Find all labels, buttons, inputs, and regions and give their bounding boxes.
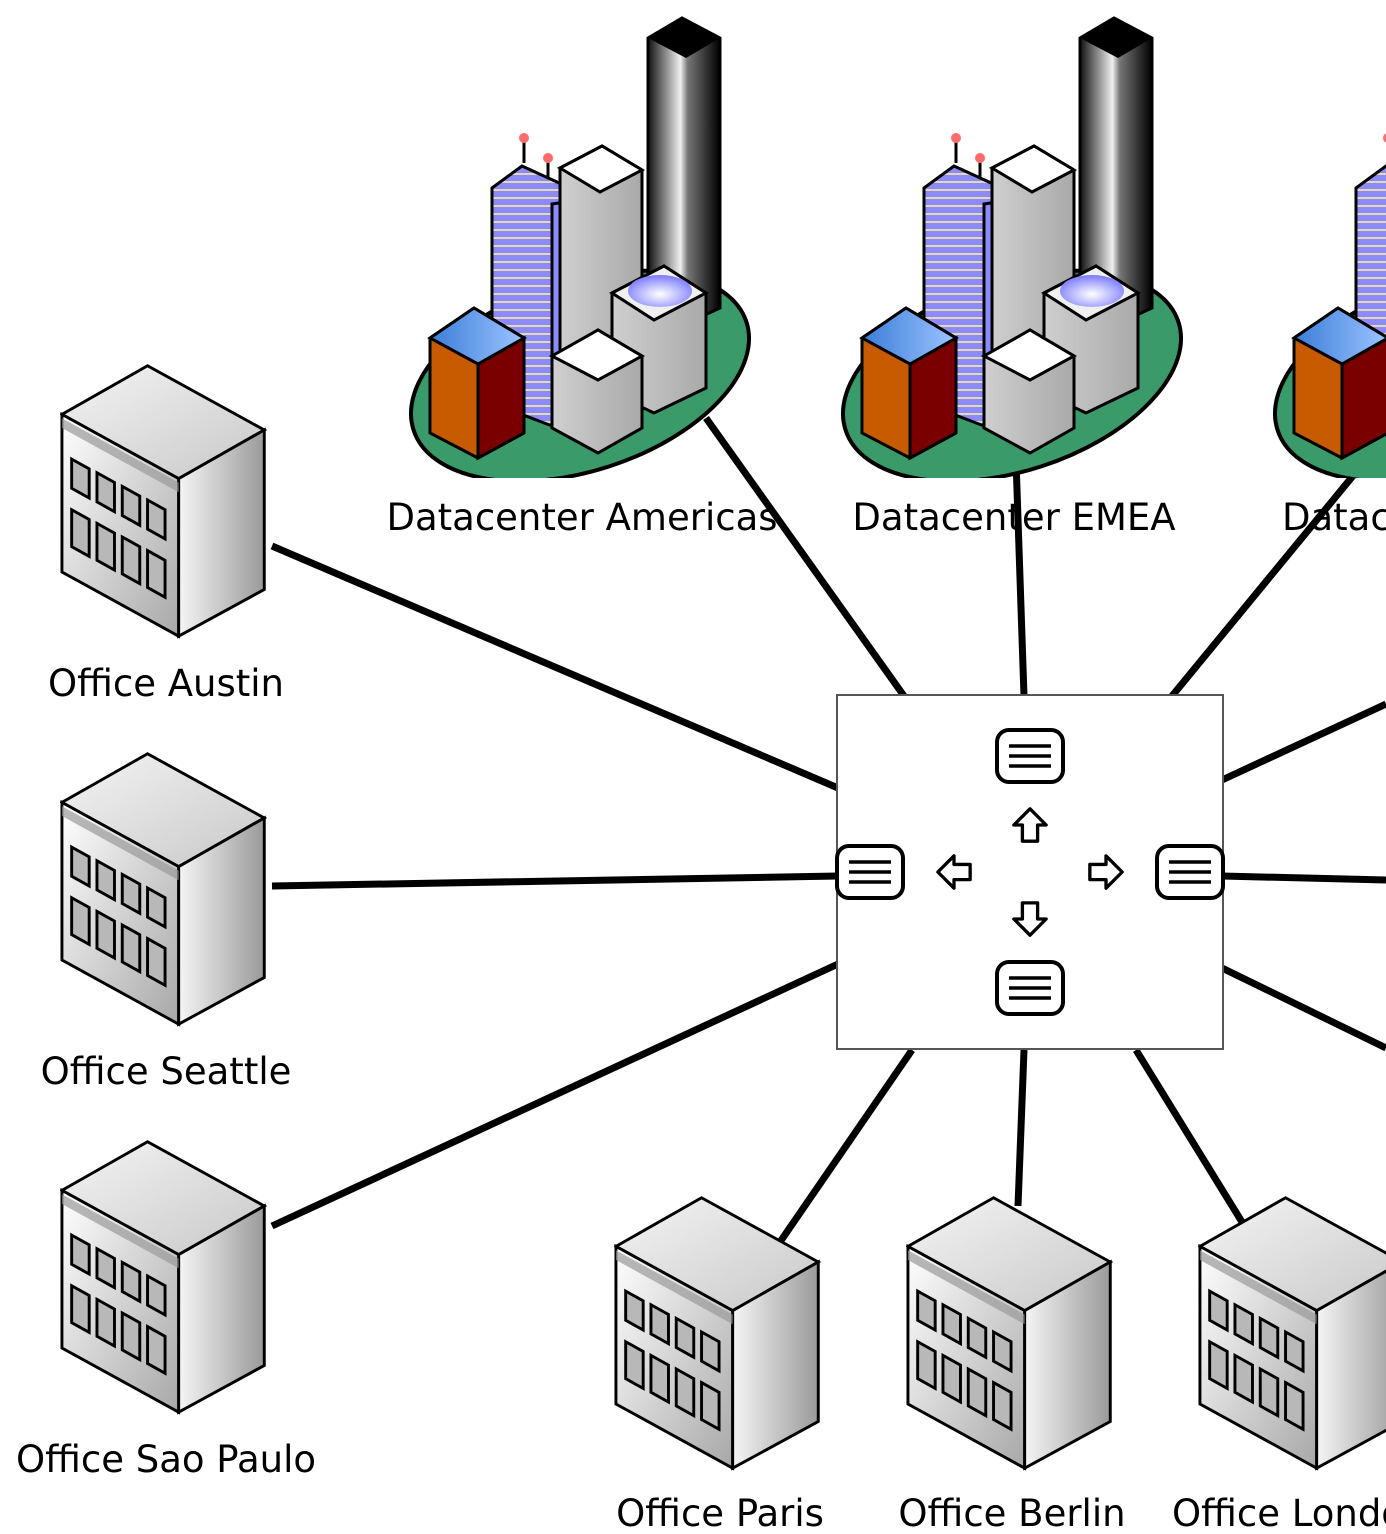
link-right-upper xyxy=(1220,700,1386,784)
office-label: Office Berlin xyxy=(898,1492,1125,1534)
datacenter-label: Datacenter xyxy=(1282,496,1386,539)
office-berlin: Office Berlin xyxy=(898,1196,1126,1534)
hub-port-left-icon xyxy=(835,844,905,900)
office-building-icon xyxy=(614,1196,820,1470)
datacenter-label: Datacenter EMEA xyxy=(852,496,1175,539)
office-label: Office Seattle xyxy=(41,1050,292,1093)
link-datacenter-americas xyxy=(703,415,907,699)
link-office-paris xyxy=(777,1048,915,1244)
link-office-seattle xyxy=(271,872,839,890)
office-london: Office London xyxy=(1172,1196,1386,1534)
office-building-icon xyxy=(60,364,266,638)
link-datacenter-third xyxy=(1169,457,1369,699)
link-office-sao-paulo xyxy=(270,960,840,1230)
city-datacenter-icon xyxy=(402,16,762,478)
datacenter-label: Datacenter Americas xyxy=(386,496,777,539)
office-building-icon xyxy=(60,752,266,1026)
office-label: Office London xyxy=(1172,1492,1386,1534)
office-sao-paulo: Office Sao Paulo xyxy=(16,1140,316,1481)
hub-port-right-icon xyxy=(1155,844,1225,900)
office-seattle: Office Seattle xyxy=(41,752,292,1093)
hub-port-bottom-icon xyxy=(995,960,1065,1016)
office-paris: Office Paris xyxy=(614,1196,824,1534)
hub-port-top-icon xyxy=(995,728,1065,784)
office-label: Office Austin xyxy=(48,662,284,705)
office-label: Office Sao Paulo xyxy=(16,1438,316,1481)
city-datacenter-icon xyxy=(1266,16,1386,478)
office-building-icon xyxy=(60,1140,266,1414)
datacenter-americas: Datacenter Americas xyxy=(386,16,778,539)
link-office-london xyxy=(1133,1048,1245,1224)
office-building-icon xyxy=(1198,1196,1386,1470)
link-datacenter-emea xyxy=(1012,459,1028,697)
office-austin: Office Austin xyxy=(48,364,284,705)
link-right-lower xyxy=(1220,964,1386,1052)
datacenter-third: Datacenter xyxy=(1266,16,1386,539)
link-office-berlin xyxy=(1014,1049,1028,1207)
network-hub xyxy=(835,694,1225,1050)
datacenter-emea: Datacenter EMEA xyxy=(834,16,1194,539)
office-building-icon xyxy=(906,1196,1112,1470)
office-label: Office Paris xyxy=(616,1492,824,1534)
connection-lines xyxy=(270,415,1386,1244)
city-datacenter-icon xyxy=(834,16,1194,478)
link-office-austin xyxy=(270,542,840,792)
link-right-middle xyxy=(1221,872,1386,884)
